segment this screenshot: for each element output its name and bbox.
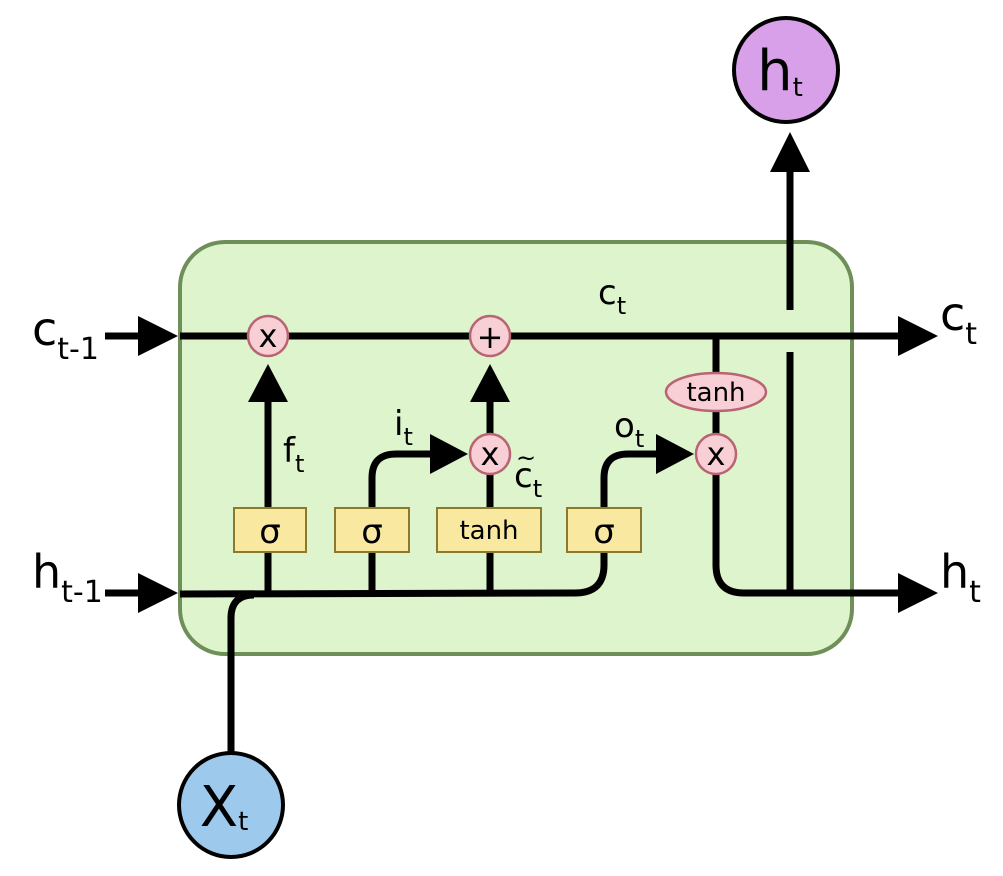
input-arrow-icon [430,434,468,474]
forget-arrow-icon [248,364,288,402]
input-gate-wire [368,450,432,508]
c-prev-label: ct-1 [32,302,99,367]
input-multiply-icon: x [468,432,512,476]
h-top-label: h [757,39,793,104]
add-arrow-icon [470,364,510,402]
h-out-wire [712,474,900,597]
forget-gate-label: σ [259,512,281,552]
output-arrow-icon [656,434,694,474]
output-gate-layer: σ [566,507,642,553]
ct-tilde-mark: ~ [516,444,536,472]
forget-multiply-label: x [259,317,278,355]
x-sub: t [238,807,248,837]
forget-multiply-icon: x [246,314,290,358]
h-out-label: ht [940,545,981,610]
add-icon: + [468,314,512,358]
input-multiply-label: x [481,435,500,473]
cell-tanh-node: tanh [664,371,768,413]
output-gate-label: σ [593,512,615,552]
it-label: it [394,404,413,451]
svg-text:Xt: Xt [200,775,249,840]
output-multiply-label: x [707,435,726,473]
input-gate-layer: σ [334,507,410,553]
output-gate-wire [600,450,658,508]
cell-tanh-label: tanh [686,378,745,408]
c-out-arrow-icon [898,316,938,356]
input-gate-label: σ [361,512,383,552]
h-prev-label: ht-1 [32,545,103,610]
ot-label: ot [614,406,644,453]
h-prev-arrow-icon [138,573,178,613]
ct-line-label: ct [598,273,626,320]
output-multiply-icon: x [694,432,738,476]
candidate-tanh-layer: tanh [436,507,542,553]
add-label: + [477,318,504,356]
x-label: X [200,775,238,840]
h-top-arrow-icon [770,132,810,172]
candidate-gate-label: tanh [459,516,518,546]
x-input-wire [227,591,255,775]
h-out-arrow-icon [898,573,938,613]
c-prev-arrow-icon [138,316,178,356]
svg-text:ht: ht [757,39,803,104]
ct-tilde-label: ct [514,456,542,503]
h-top-sub: t [793,73,803,103]
hidden-bus-wire [179,540,608,598]
c-out-label: ct [940,287,977,352]
ft-label: ft [283,431,304,478]
h-output-node: ht [732,16,840,124]
x-input-node: Xt [177,751,285,859]
forget-gate-layer: σ [233,507,307,553]
